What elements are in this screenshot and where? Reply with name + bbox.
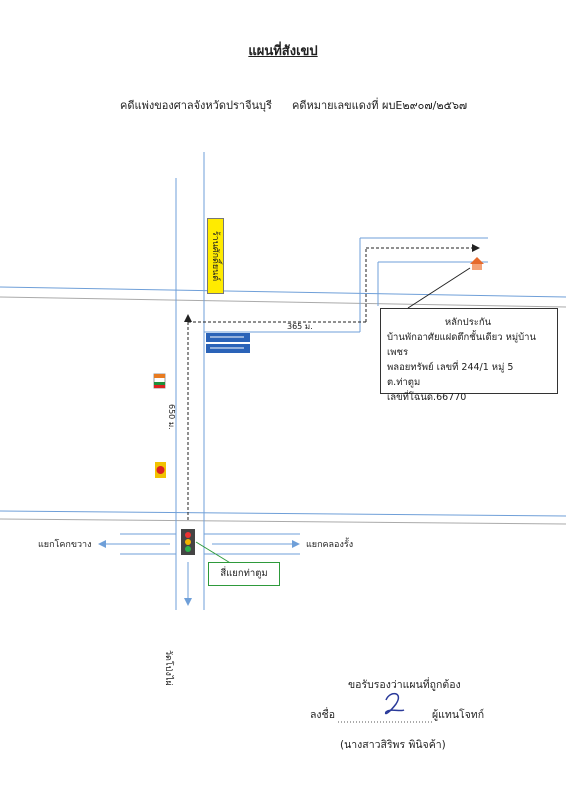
distance-horizontal: 365 ม. [287, 322, 313, 331]
distance-vertical: 650 ม. [167, 404, 176, 430]
down-road-label: วัดโป่งไผ่ [163, 650, 173, 686]
road-sign-icon [206, 333, 250, 353]
house-icon [470, 257, 484, 270]
certification-text: ขอรับรองว่าแผนที่ถูกต้อง [348, 679, 461, 691]
pointer-line [407, 267, 471, 309]
intersection-label: สี่แยกท่าตูม [208, 562, 280, 586]
court-name: คดีแพ่งของศาลจังหวัดปราจีนบุรี [120, 99, 272, 112]
left-road-label: แยกโคกขวาง [38, 540, 92, 550]
collateral-box: หลักประกัน บ้านพักอาศัยแฝดตึกชั้นเดียว ห… [380, 308, 558, 403]
highway-south [0, 510, 566, 525]
intersection-pointer [195, 541, 233, 565]
page-title: แผนที่สังเขป [248, 44, 318, 59]
gas-station-icon [155, 462, 166, 478]
collateral-line: เลขที่โฉนด.66770 [387, 392, 467, 403]
collateral-line: พลอยทรัพย์ เลขที่ 244/1 หมู่ 5 ต.ท่าตูม [387, 362, 514, 388]
representative-label: ผู้แทนโจทก์ [432, 709, 485, 721]
cross-road [120, 533, 300, 555]
right-road-label: แยกคลองรั้ง [306, 540, 354, 550]
signature-icon [384, 692, 405, 715]
route-path [184, 244, 480, 520]
convenience-store-icon [153, 373, 166, 389]
highway-north [0, 286, 566, 308]
traffic-light-icon [181, 529, 195, 555]
side-road [204, 237, 488, 333]
case-number: คดีหมายเลขแดงที่ ผบE๒๙๐๗/๒๕๖๗ [292, 99, 468, 112]
shop-sign: ร้านศักดิ์ยนต์ [207, 218, 224, 294]
collateral-heading: หลักประกัน [444, 317, 492, 328]
signer-name: (นางสาวสิริพร พินิจค้า) [340, 739, 446, 751]
sign-label: ลงชื่อ [310, 709, 335, 721]
collateral-line: บ้านพักอาศัยแฝดตึกชั้นเดียว หมู่บ้านเพชร [387, 332, 536, 358]
signature-line [338, 721, 432, 723]
